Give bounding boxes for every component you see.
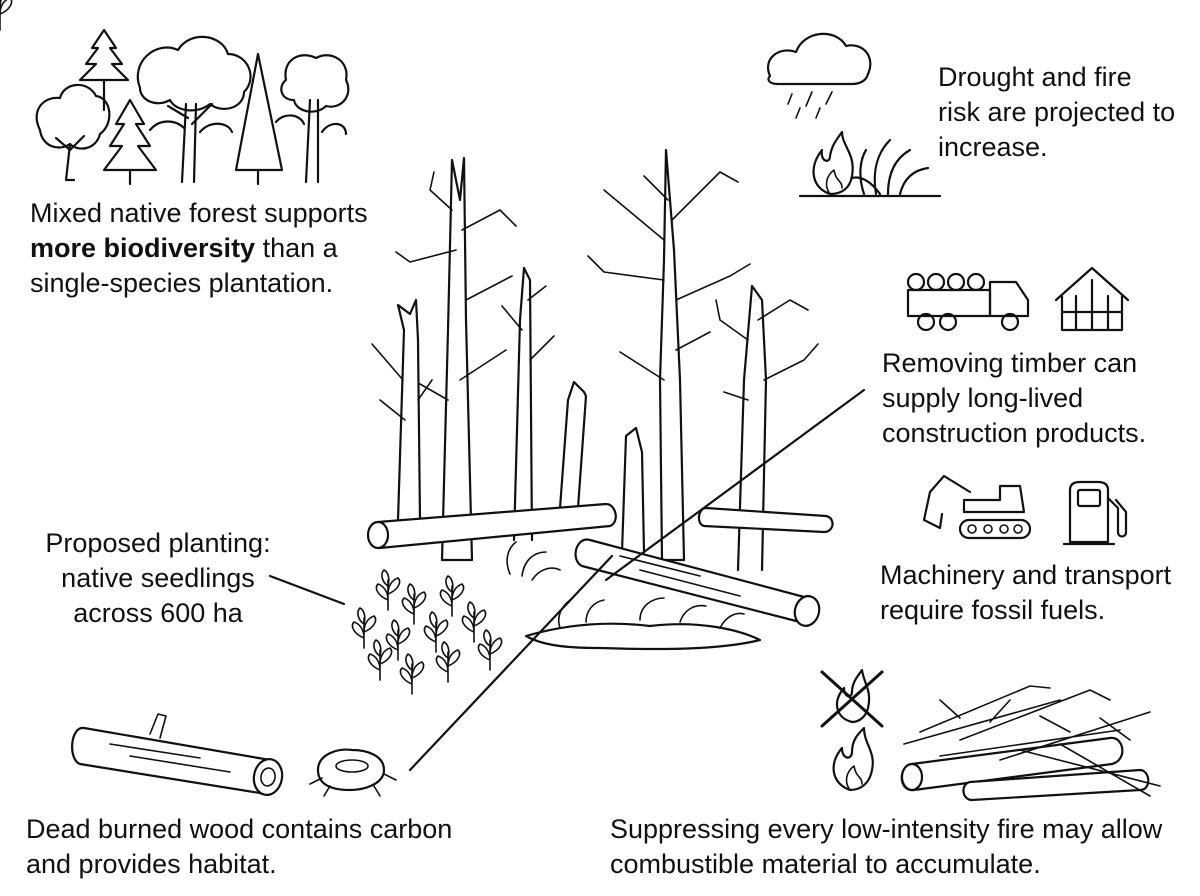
excavator-icon [924,476,1030,538]
caption-line: single-species plantation. [30,268,334,298]
caption-line: and provides habitat. [26,849,277,879]
fuel-pump-icon [1064,482,1126,544]
caption-line: supply long-lived [882,383,1084,413]
no-fire-icon [822,670,882,726]
caption-timber: Removing timber can supply long-lived co… [882,346,1146,451]
rain-cloud-icon [768,34,870,118]
caption-line: Mixed native forest supports [30,198,368,228]
caption-line: risk are projected to [938,97,1176,127]
caption-machinery: Machinery and transport require fossil f… [880,558,1171,628]
caption-line: Dead burned wood contains carbon [26,814,453,844]
caption-line: Removing timber can [882,348,1138,378]
caption-line: Machinery and transport [880,560,1172,590]
caption-planting: Proposed planting: native seedlings acro… [26,526,290,631]
leader-line-planting [270,576,344,604]
caption-line: Suppressing every low-intensity fire may… [610,814,1163,844]
caption-drought: Drought and fire risk are projected to i… [938,60,1175,165]
emphasis-text: more biodiversity [30,233,256,263]
tree-icon [80,30,128,110]
grass-icon [852,140,928,194]
house-frame-icon [1056,268,1128,330]
caption-line: increase. [938,132,1048,162]
caption-line: more biodiversity than a [30,231,368,266]
caption-text: than a [255,233,338,263]
tree-icon [37,85,110,180]
caption-line: Proposed planting: [45,528,271,558]
caption-line: combustible material to accumulate. [610,849,1041,879]
log-truck-icon [908,274,1028,330]
caption-mixed-forest: Mixed native forest supports more biodiv… [30,196,368,301]
tree-icon [236,54,282,184]
nest-icon [310,750,396,796]
flame-icon [834,728,873,790]
caption-dead-wood: Dead burned wood contains carbon and pro… [26,812,452,882]
caption-line: construction products. [882,418,1147,448]
caption-line: Drought and fire [938,62,1132,92]
brush-pile-icon [902,686,1160,800]
leader-line-timber [606,390,864,580]
caption-line: across 600 ha [73,598,243,628]
tree-icon [138,37,251,182]
leader-line-deadwood [410,556,612,770]
caption-fire-suppression: Suppressing every low-intensity fire may… [610,812,1162,882]
tree-icon [276,55,348,182]
mixed-forest-icon [37,30,349,184]
caption-line: require fossil fuels. [880,595,1106,625]
tree-icon [104,100,156,184]
dead-tree-scene [368,150,833,649]
caption-line: native seedlings [61,563,255,593]
flame-icon [814,132,853,194]
log-icon [72,714,285,797]
